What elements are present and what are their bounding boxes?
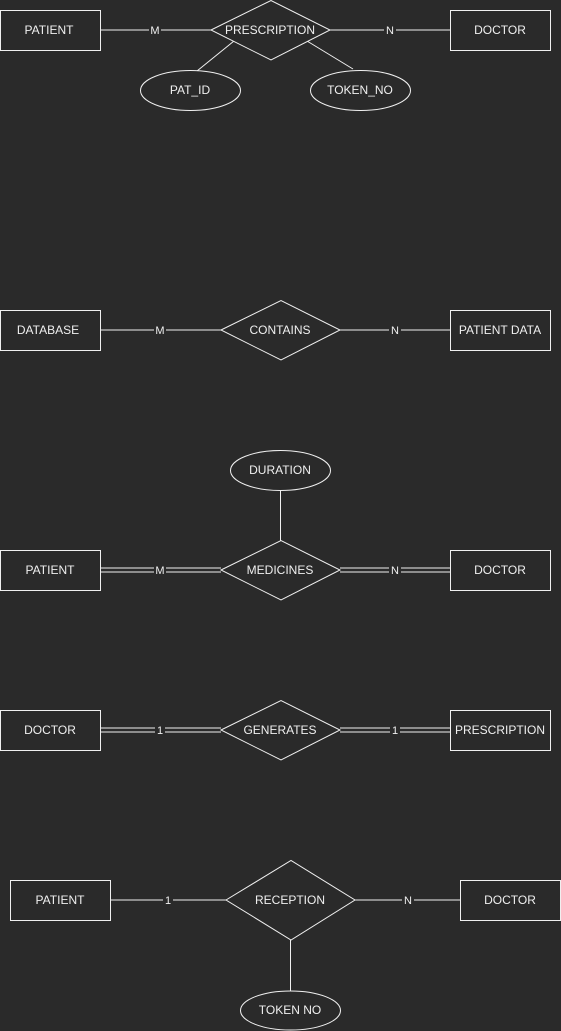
relationship-contains[interactable]: CONTAINS xyxy=(219,299,342,361)
entity-label: PATIENT xyxy=(36,893,86,907)
cardinality-right: 1 xyxy=(390,723,400,737)
entity-patient[interactable]: PATIENT xyxy=(0,10,101,51)
attribute-pat-id[interactable]: PAT_ID xyxy=(140,70,241,111)
relationship-label: RECEPTION xyxy=(255,893,325,907)
svg-text:N: N xyxy=(386,25,394,37)
svg-text:M: M xyxy=(150,25,159,37)
diagram-generates: DOCTOR GENERATES PRESCRIPTION 1 1 xyxy=(0,699,551,761)
relationship-prescription[interactable]: PRESCRIPTION xyxy=(209,0,332,61)
svg-text:N: N xyxy=(404,895,412,907)
attribute-label: TOKEN_NO xyxy=(327,83,393,97)
svg-text:M: M xyxy=(155,325,164,337)
entity-doctor[interactable]: DOCTOR xyxy=(0,710,101,751)
entity-prescription[interactable]: PRESCRIPTION xyxy=(450,710,551,751)
entity-patient-data[interactable]: PATIENT DATA xyxy=(450,310,551,351)
svg-text:1: 1 xyxy=(157,725,163,737)
cardinality-right: N xyxy=(389,323,401,337)
diagram-medicines: PATIENT MEDICINES DOCTOR DURATION M N xyxy=(0,450,551,601)
entity-label: DOCTOR xyxy=(474,563,526,577)
entity-doctor[interactable]: DOCTOR xyxy=(460,880,561,921)
connector-line xyxy=(196,40,235,72)
relationship-label: MEDICINES xyxy=(247,563,314,577)
relationship-reception[interactable]: RECEPTION xyxy=(225,859,356,941)
diagram-contains: DATABASE CONTAINS PATIENT DATA M N xyxy=(0,299,551,361)
attribute-token-no[interactable]: TOKEN NO xyxy=(240,990,341,1031)
connector-line xyxy=(306,40,354,70)
cardinality-left: M xyxy=(154,323,166,337)
cardinality-left: M xyxy=(149,23,161,37)
attribute-label: TOKEN NO xyxy=(259,1003,321,1017)
entity-patient[interactable]: PATIENT xyxy=(0,550,101,591)
svg-text:N: N xyxy=(391,565,399,577)
diagram-prescription: PATIENT PRESCRIPTION DOCTOR PAT_ID TOKEN… xyxy=(0,0,551,111)
entity-label: PATIENT xyxy=(25,23,75,37)
attribute-label: DURATION xyxy=(249,463,311,477)
entity-patient[interactable]: PATIENT xyxy=(10,880,111,921)
svg-text:1: 1 xyxy=(392,725,398,737)
attribute-label: PAT_ID xyxy=(170,83,211,97)
entity-label: PATIENT DATA xyxy=(459,323,541,337)
svg-text:1: 1 xyxy=(165,895,171,907)
relationship-label: GENERATES xyxy=(243,723,316,737)
attribute-token-no[interactable]: TOKEN_NO xyxy=(310,70,411,111)
cardinality-left: 1 xyxy=(155,723,165,737)
relationship-label: CONTAINS xyxy=(249,323,310,337)
entity-label: DOCTOR xyxy=(24,723,76,737)
entity-label: PATIENT xyxy=(26,563,76,577)
svg-text:N: N xyxy=(391,325,399,337)
svg-text:M: M xyxy=(155,565,164,577)
entity-doctor[interactable]: DOCTOR xyxy=(450,550,551,591)
entity-database[interactable]: DATABASE xyxy=(0,310,101,351)
entity-label: DATABASE xyxy=(17,323,79,337)
diagram-reception: PATIENT RECEPTION DOCTOR TOKEN NO 1 N xyxy=(10,859,561,1031)
entity-doctor[interactable]: DOCTOR xyxy=(450,10,551,51)
entity-label: DOCTOR xyxy=(474,23,526,37)
relationship-label: PRESCRIPTION xyxy=(225,23,315,37)
entity-label: DOCTOR xyxy=(484,893,536,907)
cardinality-right: N xyxy=(389,563,401,577)
cardinality-left: 1 xyxy=(163,893,173,907)
cardinality-right: N xyxy=(384,23,396,37)
cardinality-right: N xyxy=(402,893,414,907)
relationship-medicines[interactable]: MEDICINES xyxy=(219,539,342,601)
cardinality-left: M xyxy=(154,563,166,577)
attribute-duration[interactable]: DURATION xyxy=(230,450,331,491)
relationship-generates[interactable]: GENERATES xyxy=(219,699,342,761)
entity-label: PRESCRIPTION xyxy=(455,723,545,737)
